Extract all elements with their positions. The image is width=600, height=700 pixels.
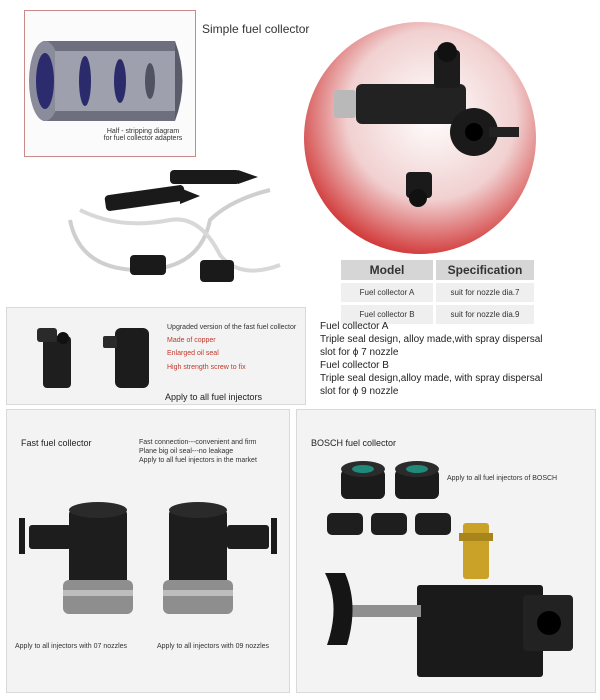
desc-line: Triple seal design,alloy made, with spra… <box>320 373 543 384</box>
bosch-collector-photo <box>325 461 573 677</box>
spec-header-specification: Specification <box>436 260 534 280</box>
diagram-caption-line2: for fuel collector adapters <box>103 135 183 142</box>
bosch-note: Apply to all fuel injectors of BOSCH <box>447 475 558 482</box>
upgraded-heading: Upgraded version of the fast fuel collec… <box>167 324 297 331</box>
upgraded-footer: Apply to all fuel injectors <box>165 392 263 402</box>
bosch-title: BOSCH fuel collector <box>311 438 397 448</box>
fast-note: Fast connection---convenient and firm <box>139 439 257 446</box>
desc-line: Triple seal design, alloy made,with spra… <box>320 334 543 345</box>
collector-hoses-photo <box>60 160 300 295</box>
desc-line: Fuel collector B <box>320 360 389 371</box>
spec-value-b: suit for nozzle dia.9 <box>436 305 534 324</box>
fast-note: Apply to all fuel injectors in the marke… <box>139 457 257 464</box>
feature-copper: Made of copper <box>167 337 216 344</box>
spec-value-a: suit for nozzle dia.7 <box>436 283 534 302</box>
spec-model-a: Fuel collector A <box>341 283 433 302</box>
feature-oil-seal: Enlarged oil seal <box>167 350 219 357</box>
half-stripping-diagram: Half - stripping diagram for fuel collec… <box>24 10 196 157</box>
bosch-collector-panel: BOSCH fuel collector Apply to all fuel i… <box>296 409 596 693</box>
fast-right-caption: Apply to all injectors with 09 nozzles <box>157 643 270 650</box>
desc-line: Fuel collector A <box>320 321 389 332</box>
spec-header-model: Model <box>341 260 433 280</box>
collector-description: Fuel collector A Triple seal design, all… <box>320 320 595 398</box>
fast-collectors-photo <box>19 502 277 614</box>
featured-collector-photo <box>304 22 536 254</box>
adapter-cutaway-image <box>29 41 183 121</box>
fast-collector-panel: Fast fuel collector Fast connection---co… <box>6 409 290 693</box>
feature-screw: High strength screw to fix <box>167 364 246 371</box>
spec-table: Model Specification Fuel collector A sui… <box>338 257 537 327</box>
upgraded-collector-photo <box>37 328 149 388</box>
desc-line: slot for ϕ 7 nozzle <box>320 347 399 358</box>
upgraded-collector-panel: Upgraded version of the fast fuel collec… <box>6 307 306 405</box>
fast-title: Fast fuel collector <box>21 438 92 448</box>
fast-left-caption: Apply to all injectors with 07 nozzles <box>15 643 128 650</box>
fast-note: Plane big oil seal---no leakage <box>139 448 234 455</box>
diagram-caption-line1: Half - stripping diagram <box>106 128 180 135</box>
table-row: Fuel collector A suit for nozzle dia.7 <box>341 283 534 302</box>
simple-collector-title: Simple fuel collector <box>202 22 310 36</box>
desc-line: slot for ϕ 9 nozzle <box>320 386 399 397</box>
table-row: Fuel collector B suit for nozzle dia.9 <box>341 305 534 324</box>
spec-model-b: Fuel collector B <box>341 305 433 324</box>
